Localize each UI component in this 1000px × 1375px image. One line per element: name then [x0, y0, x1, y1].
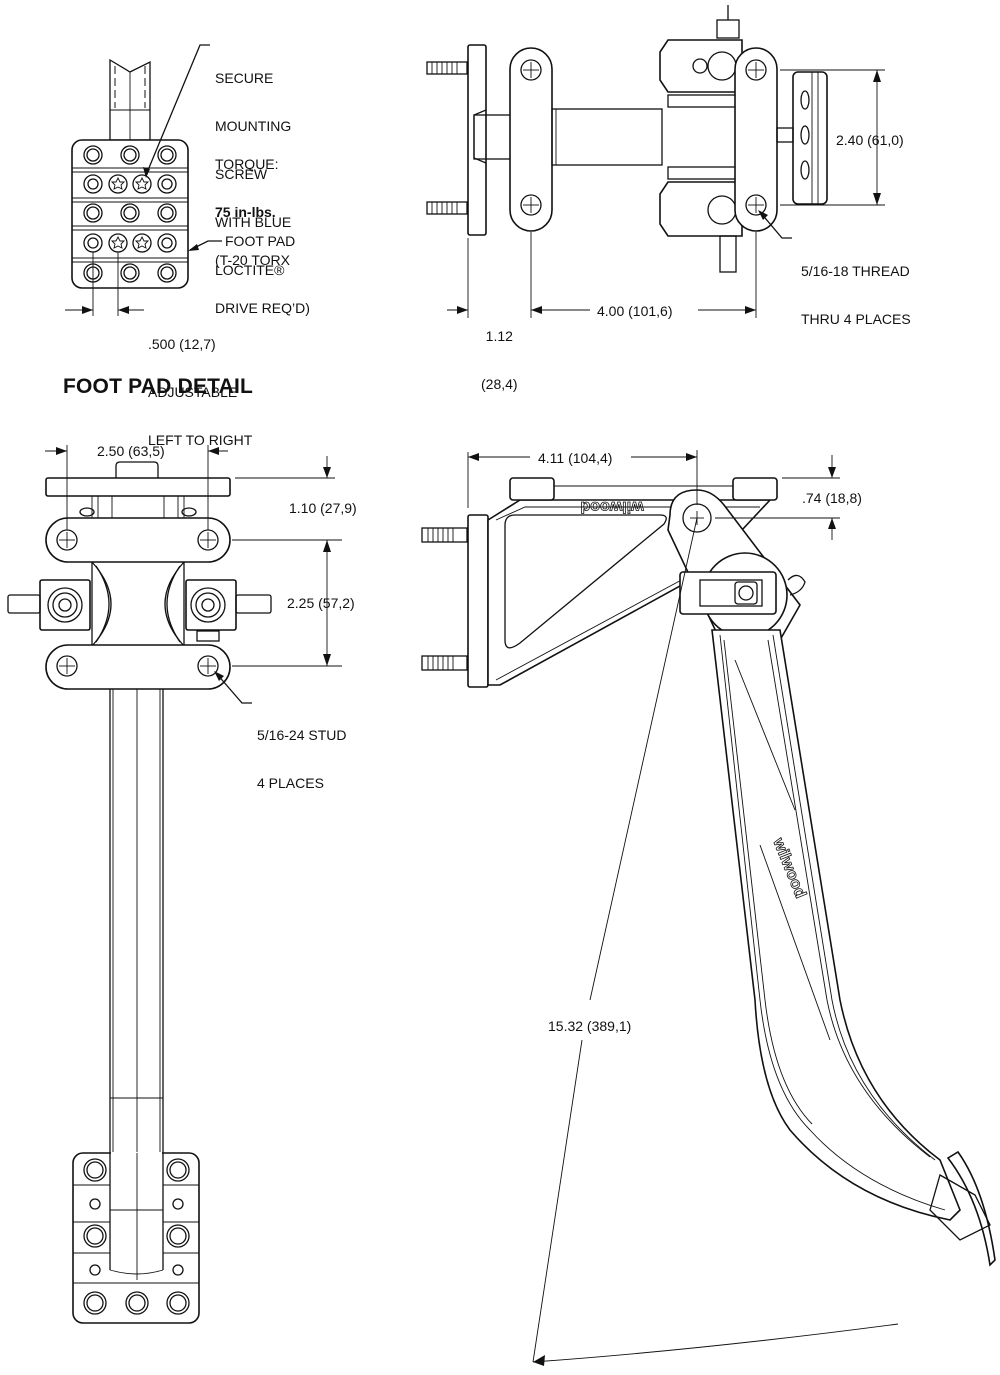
pivot-dimension: .74 (18,8) — [802, 490, 862, 506]
stud-note-line: 4 PLACES — [257, 775, 324, 791]
torque-spec: TORQUE: 75 in-lbs. (T-20 TORX DRIVE REQ’… — [215, 124, 310, 332]
callout-line: SECURE — [215, 70, 274, 86]
adjust-note-line: LEFT TO RIGHT — [148, 432, 253, 448]
foot-pad-detail-title: FOOT PAD DETAIL — [63, 375, 254, 398]
callout-line: LOCTITE® — [215, 262, 285, 278]
foot-pad-plate — [71, 139, 189, 289]
thread-note: 5/16-18 THREAD THRU 4 PLACES — [801, 231, 911, 343]
stud-note: 5/16-24 STUD 4 PLACES — [257, 695, 346, 807]
front-view-drawing — [7, 445, 342, 1324]
reach-dimension: 4.11 (104,4) — [538, 450, 613, 466]
wilwood-logo: wilwood — [580, 498, 644, 515]
foot-pad-detail-drawing — [65, 44, 222, 316]
thread-note-line: 5/16-18 THREAD — [801, 263, 910, 279]
height-dimension: 2.40 (61,0) — [836, 132, 904, 148]
length-dimension: 4.00 (101,6) — [597, 303, 673, 319]
callout-line: MOUNTING — [215, 118, 292, 134]
stud-spacing-dimension: 2.25 (57,2) — [287, 595, 355, 611]
torque-label: TORQUE: — [215, 156, 279, 172]
adjust-dimension: .500 (12,7) ADJUSTABLE LEFT TO RIGHT — [148, 304, 252, 464]
adjust-note-line: ADJUSTABLE — [148, 384, 238, 400]
torque-drive-line: DRIVE REQ’D) — [215, 300, 310, 316]
offset-dim-metric: (28,4) — [481, 376, 518, 392]
torque-value: 75 in-lbs. — [215, 204, 276, 220]
top-view-drawing — [426, 5, 885, 318]
callout-line: SCREW — [215, 166, 268, 182]
stud-note-line: 5/16-24 STUD — [257, 727, 347, 743]
callout-line: WITH BLUE — [215, 214, 292, 230]
thread-note-line: THRU 4 PLACES — [801, 311, 911, 327]
adjust-dim-value: .500 (12,7) — [148, 336, 216, 352]
top-dimension: 1.10 (27,9) — [289, 500, 357, 516]
pedal-length-dimension: 15.32 (389,1) — [548, 1018, 632, 1034]
torque-drive-line: (T-20 TORX — [215, 252, 290, 268]
offset-dimension: 1.12 (28,4) — [481, 296, 518, 408]
side-view-drawing: wilwood wilwood — [421, 450, 996, 1366]
screw-callout: SECURE MOUNTING SCREW WITH BLUE LOCTITE® — [215, 38, 291, 294]
torx-screw-icon — [108, 174, 152, 253]
foot-pad-label: FOOT PAD — [225, 233, 296, 249]
width-dimension: 2.50 (63,5) — [97, 443, 165, 459]
offset-dim-value: 1.12 — [485, 328, 513, 344]
